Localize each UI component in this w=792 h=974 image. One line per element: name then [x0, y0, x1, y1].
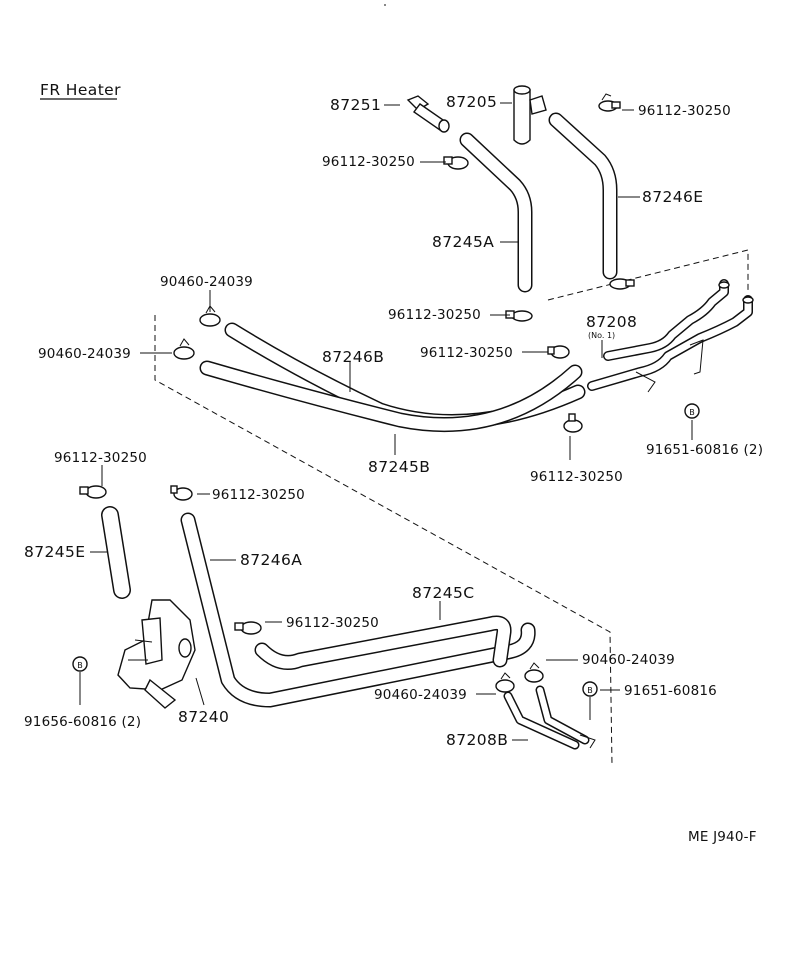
label-90460-24039: 90460-24039 — [160, 274, 253, 290]
leader-lines — [79, 102, 693, 741]
clamp-icon — [563, 413, 583, 433]
label-87208: 87208 — [586, 313, 637, 331]
label-87246E: 87246E — [642, 188, 704, 206]
clamp-icons — [79, 93, 635, 693]
label-87246B: 87246B — [322, 348, 384, 366]
label-87240: 87240 — [178, 708, 229, 726]
label-96112-30250: 96112-30250 — [420, 345, 513, 361]
label-87251: 87251 — [330, 96, 381, 114]
label-96112-30250: 96112-30250 — [530, 469, 623, 485]
valve-87240 — [117, 599, 196, 709]
callout-b-marker: B — [72, 656, 88, 672]
pipe-87208 — [587, 279, 754, 393]
label-87208B: 87208B — [446, 731, 508, 749]
callout-b-text: B — [689, 408, 695, 417]
label-96112-30250: 96112-30250 — [286, 615, 379, 631]
clamp-icon — [234, 621, 262, 635]
clamp-icon — [173, 338, 195, 360]
clamp-icon — [79, 485, 107, 499]
label-90460-24039: 90460-24039 — [38, 346, 131, 362]
clamp-icon — [505, 310, 533, 322]
label-91651-60816: 91651-60816 — [624, 683, 717, 699]
pipe-87208B — [503, 685, 596, 750]
callout-b-text: B — [587, 686, 593, 695]
label-87245A: 87245A — [432, 233, 494, 251]
hose-87246E — [548, 112, 618, 280]
clamp-icon — [547, 345, 570, 359]
callout-b-marker: B — [684, 403, 700, 419]
part-labels: 87251 87205 96112-30250 96112-30250 8724… — [24, 93, 763, 749]
label-96112-30250: 96112-30250 — [212, 487, 305, 503]
label-96112-30250: 96112-30250 — [388, 307, 481, 323]
label-96112-30250: 96112-30250 — [638, 103, 731, 119]
clamp-icon — [170, 485, 193, 501]
clamp-icon — [598, 93, 621, 112]
clamp-icon — [443, 156, 469, 170]
clamp-icon — [524, 662, 544, 683]
hose-87246A — [180, 512, 536, 708]
label-91656-60816-2: 91656-60816 (2) — [24, 714, 141, 730]
label-91651-60816-2: 91651-60816 (2) — [646, 442, 763, 458]
assembly-frame — [154, 249, 749, 766]
clamp-icon — [495, 672, 515, 693]
label-87208-note: (No. 1) — [588, 331, 615, 340]
label-90460-24039: 90460-24039 — [582, 652, 675, 668]
label-87245E: 87245E — [24, 543, 86, 561]
diagram-code: ME J940-F — [688, 829, 757, 845]
label-96112-30250: 96112-30250 — [54, 450, 147, 466]
tee-87205 — [513, 85, 547, 145]
clamp-icon — [609, 278, 635, 290]
label-87246A: 87246A — [240, 551, 302, 569]
callout-b-marker: B — [582, 681, 598, 697]
hose-87245B — [199, 360, 583, 433]
diagram-title: FR Heater — [40, 81, 121, 99]
label-90460-24039: 90460-24039 — [374, 687, 467, 703]
label-87245B: 87245B — [368, 458, 430, 476]
fitting-87251 — [406, 95, 450, 133]
callout-b-text: B — [77, 661, 83, 670]
label-87205: 87205 — [446, 93, 497, 111]
hose-87245C — [254, 615, 512, 670]
hose-87245A — [459, 132, 533, 293]
label-96112-30250: 96112-30250 — [322, 154, 415, 170]
label-87245C: 87245C — [412, 584, 475, 602]
hose-87245E — [101, 506, 131, 599]
